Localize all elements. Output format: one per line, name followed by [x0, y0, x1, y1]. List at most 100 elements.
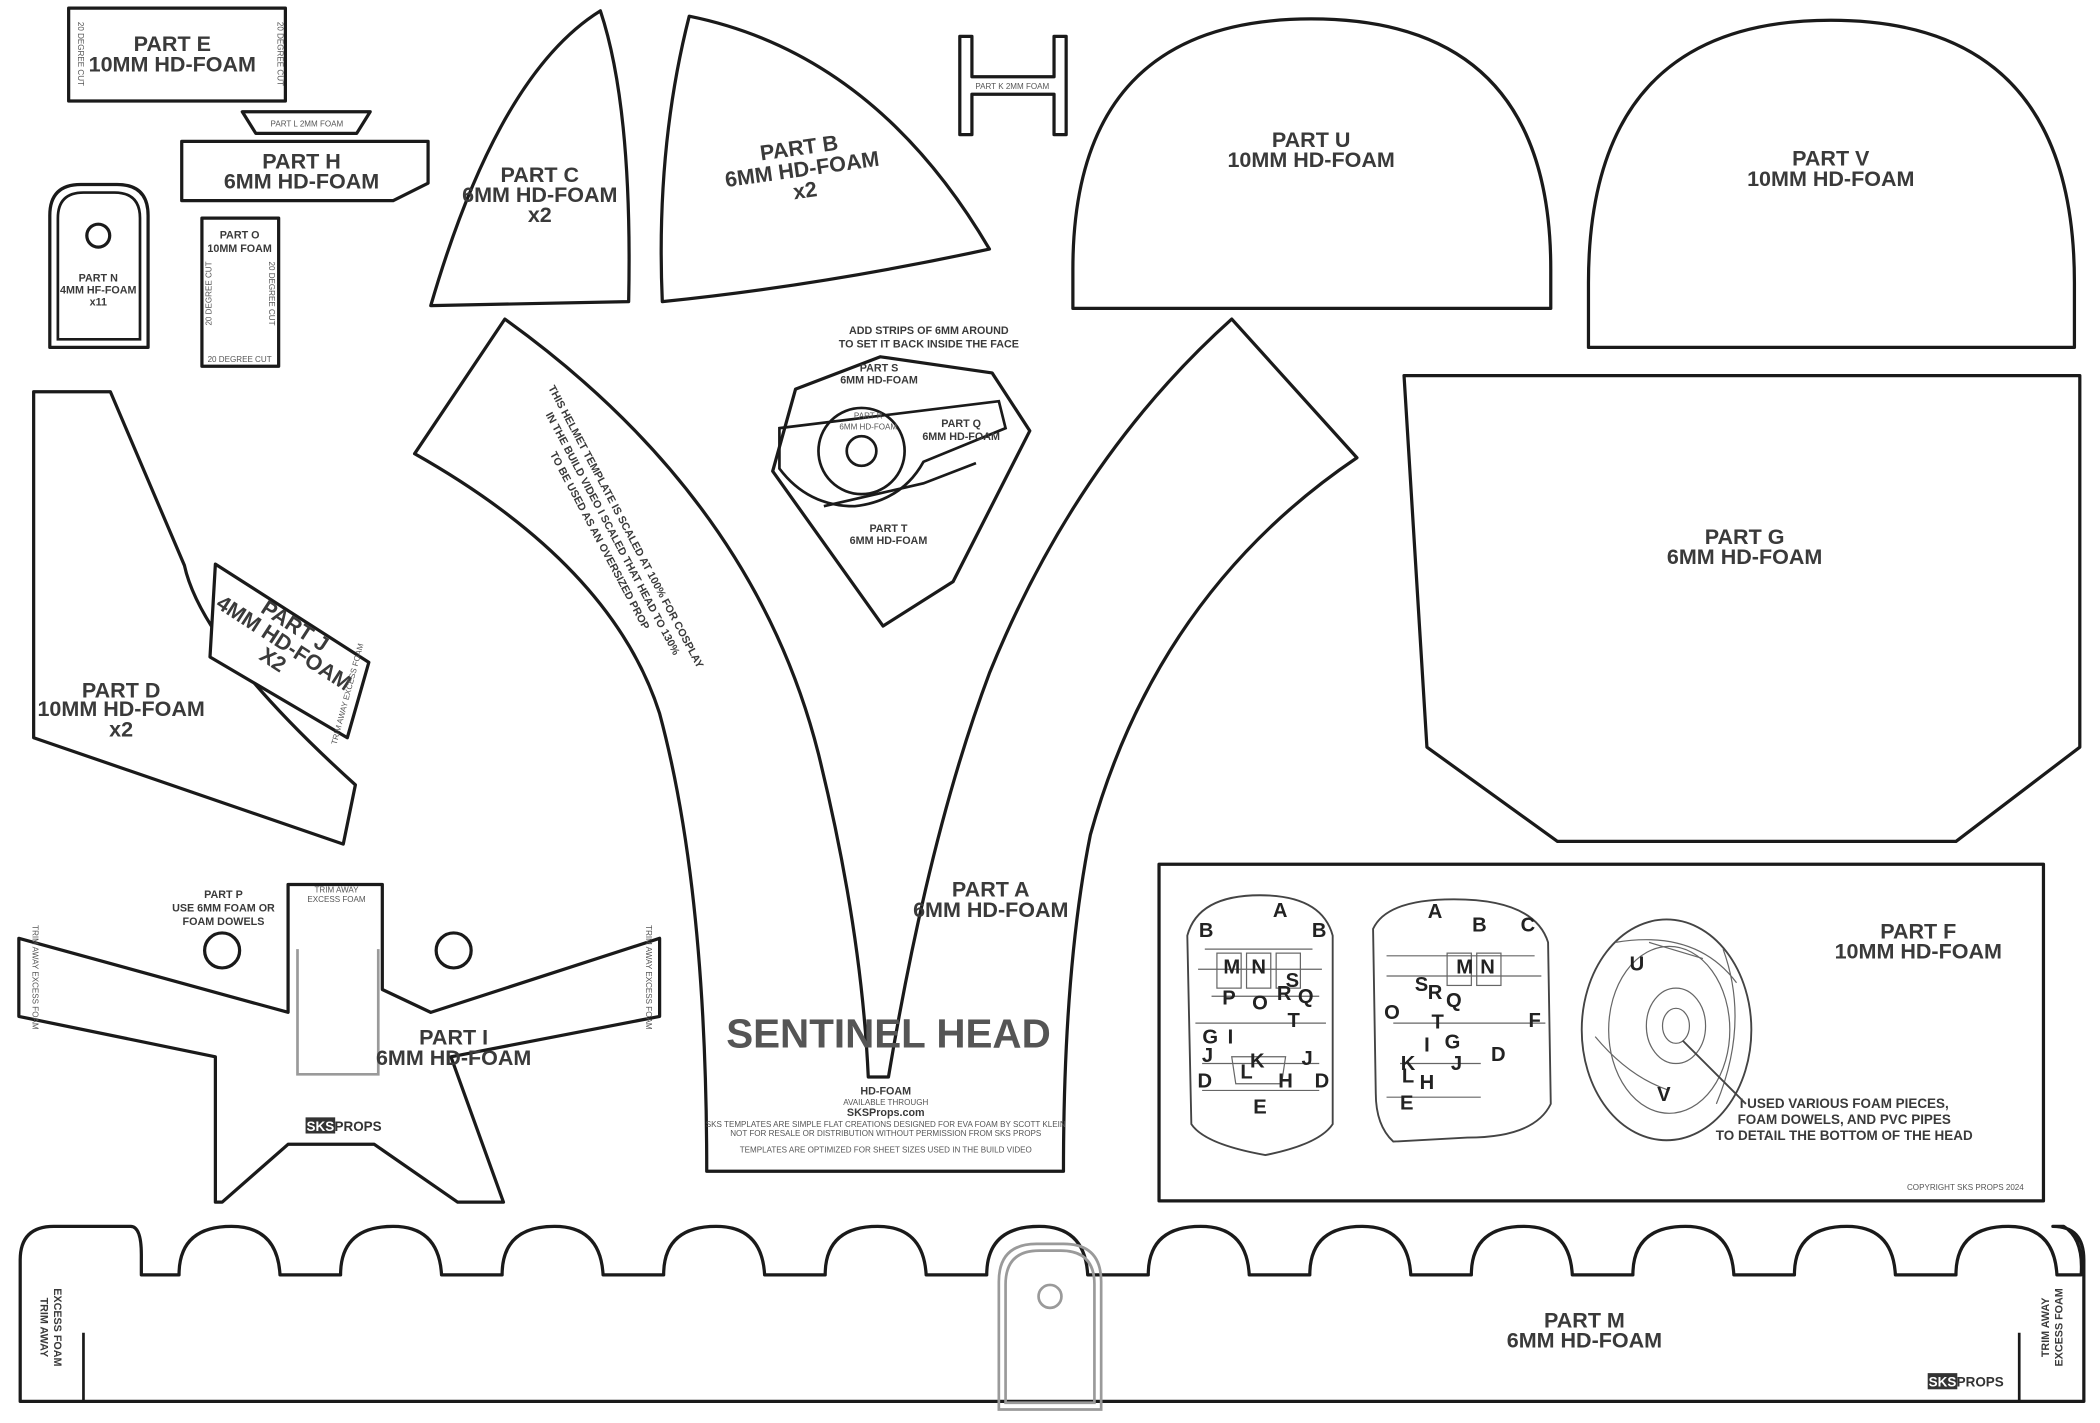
svg-text:P: P [1222, 987, 1235, 1009]
part-e: PART E 10MM HD-FOAM 20 DEGREE CUT 20 DEG… [67, 6, 287, 103]
svg-text:PROPS: PROPS [1957, 1375, 2004, 1390]
svg-text:FOAM DOWELS, AND PVC PIPES: FOAM DOWELS, AND PVC PIPES [1738, 1112, 1951, 1127]
svg-text:6MM HD-FOAM: 6MM HD-FOAM [913, 898, 1068, 922]
svg-text:PART I: PART I [419, 1026, 488, 1050]
svg-text:R: R [1277, 983, 1292, 1005]
svg-text:10MM FOAM: 10MM FOAM [207, 243, 272, 255]
svg-text:J: J [1202, 1045, 1213, 1067]
svg-text:6MM HD-FOAM: 6MM HD-FOAM [376, 1046, 531, 1070]
part-j: PART J 4MM HD-FOAM X2 TRIM AWAY EXCESS F… [208, 562, 371, 746]
svg-text:AVAILABLE THROUGH: AVAILABLE THROUGH [843, 1098, 928, 1107]
svg-text:20 DEGREE CUT: 20 DEGREE CUT [76, 22, 85, 86]
part-v: PART V 10MM HD-FOAM [1586, 18, 2077, 349]
head-front-sketch: A B B M N S P R O Q G I T J J D K L H D … [1186, 894, 1334, 1157]
svg-text:TO SET IT BACK INSIDE THE FACE: TO SET IT BACK INSIDE THE FACE [839, 338, 1019, 350]
svg-text:10MM HD-FOAM: 10MM HD-FOAM [37, 697, 204, 721]
svg-text:SKS TEMPLATES ARE SIMPLE FLAT: SKS TEMPLATES ARE SIMPLE FLAT CREATIONS … [706, 1120, 1066, 1129]
part-i: TRIM AWAY EXCESS FOAM TRIM AWAY EXCESS F… [17, 882, 662, 1204]
svg-text:F: F [1528, 1010, 1540, 1032]
svg-text:B: B [1472, 915, 1487, 937]
part-l: PART L 2MM FOAM [240, 110, 372, 135]
svg-text:E: E [1253, 1096, 1266, 1118]
svg-text:TRIM AWAY: TRIM AWAY [315, 886, 360, 895]
svg-text:D: D [1491, 1044, 1506, 1066]
svg-text:O: O [1384, 1002, 1400, 1024]
svg-text:PART L 2MM FOAM: PART L 2MM FOAM [271, 120, 344, 129]
svg-text:PART C: PART C [501, 163, 580, 187]
svg-text:PART G: PART G [1705, 525, 1785, 549]
head-side-sketch: A B C M N S R Q O T F I G D K J L H E [1372, 898, 1552, 1143]
svg-text:TRIM AWAY EXCESS FOAM: TRIM AWAY EXCESS FOAM [30, 925, 39, 1030]
svg-text:6MM HD-FOAM: 6MM HD-FOAM [840, 375, 918, 387]
svg-text:USE 6MM FOAM OR: USE 6MM FOAM OR [172, 902, 275, 914]
svg-text:x2: x2 [109, 717, 133, 741]
svg-text:PART N: PART N [79, 272, 118, 284]
part-p: PART P USE 6MM FOAM OR FOAM DOWELS [172, 889, 473, 970]
svg-text:TRIM AWAY: TRIM AWAY [37, 1298, 49, 1358]
dowel-hole-left [203, 931, 242, 970]
svg-text:SKS: SKS [1929, 1375, 1957, 1390]
svg-text:H: H [1278, 1071, 1293, 1093]
sks-props-logo: SKS PROPS [305, 1117, 382, 1134]
svg-text:B: B [1199, 920, 1214, 942]
svg-text:U: U [1630, 954, 1645, 976]
svg-text:D: D [1198, 1071, 1213, 1093]
svg-text:PART U: PART U [1272, 128, 1351, 152]
svg-text:I USED VARIOUS FOAM PIECES,: I USED VARIOUS FOAM PIECES, [1740, 1096, 1949, 1111]
svg-text:D: D [1315, 1071, 1330, 1093]
svg-text:10MM HD-FOAM: 10MM HD-FOAM [1747, 167, 1914, 191]
part-m: PART M 6MM HD-FOAM TRIM AWAY EXCESS FOAM… [18, 1224, 2086, 1411]
svg-text:10MM HD-FOAM: 10MM HD-FOAM [1227, 148, 1394, 172]
svg-text:TO DETAIL THE BOTTOM OF THE HE: TO DETAIL THE BOTTOM OF THE HEAD [1716, 1128, 1973, 1143]
dowel-hole-right [434, 931, 473, 970]
svg-text:TEMPLATES ARE OPTIMIZED FOR SH: TEMPLATES ARE OPTIMIZED FOR SHEET SIZES … [740, 1145, 1032, 1154]
svg-text:H: H [1420, 1072, 1435, 1094]
svg-text:EXCESS FOAM: EXCESS FOAM [2053, 1288, 2065, 1366]
svg-text:M: M [1223, 956, 1240, 978]
svg-text:V: V [1657, 1084, 1671, 1106]
svg-text:Q: Q [1298, 986, 1314, 1008]
svg-text:6MM HD-FOAM: 6MM HD-FOAM [850, 535, 928, 547]
svg-text:20 DEGREE CUT: 20 DEGREE CUT [204, 261, 213, 325]
svg-text:I: I [1228, 1026, 1234, 1048]
svg-text:6MM HD-FOAM: 6MM HD-FOAM [1667, 545, 1822, 569]
svg-text:6MM HD-FOAM: 6MM HD-FOAM [224, 170, 379, 194]
svg-text:SKS: SKS [307, 1119, 335, 1134]
svg-text:PART R: PART R [854, 412, 883, 421]
svg-text:SENTINEL HEAD: SENTINEL HEAD [726, 1010, 1051, 1056]
svg-text:PART K 2MM FOAM: PART K 2MM FOAM [975, 82, 1049, 91]
svg-text:PART Q: PART Q [941, 418, 981, 430]
part-d: PART D 10MM HD-FOAM x2 [32, 390, 358, 846]
part-g: PART G 6MM HD-FOAM [1402, 374, 2082, 844]
svg-text:L: L [1240, 1061, 1252, 1083]
part-c: PART C 6MM HD-FOAM x2 [429, 9, 631, 308]
svg-text:PART F: PART F [1880, 919, 1956, 943]
svg-text:S: S [1415, 974, 1428, 996]
svg-text:COPYRIGHT SKS PROPS 2024: COPYRIGHT SKS PROPS 2024 [1907, 1183, 2024, 1192]
svg-text:I: I [1424, 1034, 1430, 1056]
part-k: PART K 2MM FOAM [958, 34, 1068, 137]
svg-text:TRIM AWAY EXCESS FOAM: TRIM AWAY EXCESS FOAM [644, 925, 653, 1030]
svg-text:K: K [1250, 1051, 1265, 1073]
svg-text:ADD STRIPS OF 6MM AROUND: ADD STRIPS OF 6MM AROUND [849, 325, 1009, 337]
svg-text:G: G [1202, 1026, 1218, 1048]
svg-text:10MM HD-FOAM: 10MM HD-FOAM [89, 52, 256, 76]
svg-text:10MM HD-FOAM: 10MM HD-FOAM [1835, 940, 2002, 964]
svg-text:A: A [1273, 900, 1288, 922]
svg-text:C: C [1521, 915, 1536, 937]
svg-text:20 DEGREE CUT: 20 DEGREE CUT [275, 22, 284, 86]
sks-props-logo-bottom: SKS PROPS [1927, 1373, 2004, 1390]
svg-text:M: M [1456, 956, 1473, 978]
svg-text:PART V: PART V [1792, 147, 1870, 171]
svg-text:6MM HD-FOAM: 6MM HD-FOAM [1507, 1329, 1662, 1353]
svg-text:PART M: PART M [1544, 1308, 1625, 1332]
svg-text:HD-FOAM: HD-FOAM [860, 1085, 911, 1097]
svg-text:L: L [1402, 1065, 1414, 1087]
svg-text:R: R [1428, 982, 1443, 1004]
part-f: PART F 10MM HD-FOAM I USED VARIOUS FOAM … [1157, 862, 2046, 1203]
svg-text:4MM HF-FOAM: 4MM HF-FOAM [60, 285, 136, 297]
svg-text:E: E [1400, 1092, 1413, 1114]
svg-text:PART T: PART T [869, 523, 907, 535]
svg-text:EXCESS FOAM: EXCESS FOAM [307, 895, 366, 904]
